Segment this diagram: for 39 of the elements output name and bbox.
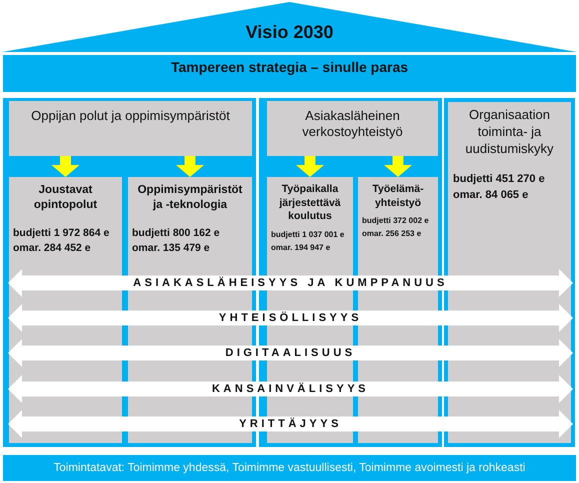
band-label: ASIAKASLÄHEISYYS JA KUMPPANUUS bbox=[133, 277, 448, 289]
band-label: KANSAINVÄLISYYS bbox=[212, 383, 370, 395]
budget-line: budjetti 800 162 e bbox=[132, 226, 220, 241]
budget-line: budjetti 1 972 864 e bbox=[13, 226, 110, 241]
band-label: DIGITAALISUUS bbox=[225, 347, 356, 359]
heading-text: Organisaation toiminta- ja uudistumiskyky bbox=[464, 107, 555, 158]
budget-line: omar. 84 065 e bbox=[453, 188, 528, 203]
banner-text: Toimintatavat: Toimimme yhdessä, Toimimme vastuullisesti, Toimimme avoimesti ja rohkeasti bbox=[54, 462, 526, 474]
pillar-heading-box bbox=[267, 101, 438, 156]
double-arrow-band bbox=[8, 410, 573, 438]
budget-line: budjetti 372 002 e bbox=[362, 215, 429, 228]
values-banner bbox=[3, 455, 576, 481]
band-label: YHTEISÖLLISYYS bbox=[218, 312, 362, 324]
vision-title: Visio 2030 bbox=[246, 22, 334, 43]
band-label: YRITTÄJYYS bbox=[239, 418, 342, 430]
budget-line: omar. 284 452 e bbox=[13, 241, 91, 256]
budget-line: budjetti 451 270 e bbox=[453, 172, 545, 187]
program-title: Työpaikalla järjestettävä koulutus bbox=[278, 183, 342, 224]
arrow bbox=[296, 156, 324, 177]
program-title: Työelämä-yhteistyö bbox=[371, 183, 425, 210]
budget-line: omar. 135 479 e bbox=[132, 241, 210, 256]
arrow bbox=[384, 156, 412, 177]
budget-line: omar. 256 253 e bbox=[362, 228, 422, 240]
program-title: Oppimisympäristöt ja -teknologia bbox=[136, 183, 244, 213]
arrow bbox=[176, 156, 204, 177]
strategy-banner bbox=[3, 55, 576, 92]
budget-line: budjetti 1 037 001 e bbox=[271, 228, 344, 241]
pillar-heading-box bbox=[9, 101, 252, 156]
double-arrow-band bbox=[8, 375, 573, 403]
heading-text: Oppijan polut ja oppimisympäristöt bbox=[31, 108, 230, 124]
heading-text: Asiakasläheinen verkostoyhteistyö bbox=[301, 108, 404, 140]
roof-triangle bbox=[2, 2, 577, 52]
banner-text: Tampereen strategia – sinulle paras bbox=[170, 59, 408, 75]
double-arrow-band bbox=[8, 339, 573, 367]
arrow bbox=[52, 156, 80, 177]
double-arrow-band bbox=[8, 304, 573, 332]
double-arrow-band bbox=[8, 269, 573, 297]
budget-line: omar. 194 947 e bbox=[271, 242, 330, 254]
program-title: Joustavat opintopolut bbox=[32, 183, 98, 213]
